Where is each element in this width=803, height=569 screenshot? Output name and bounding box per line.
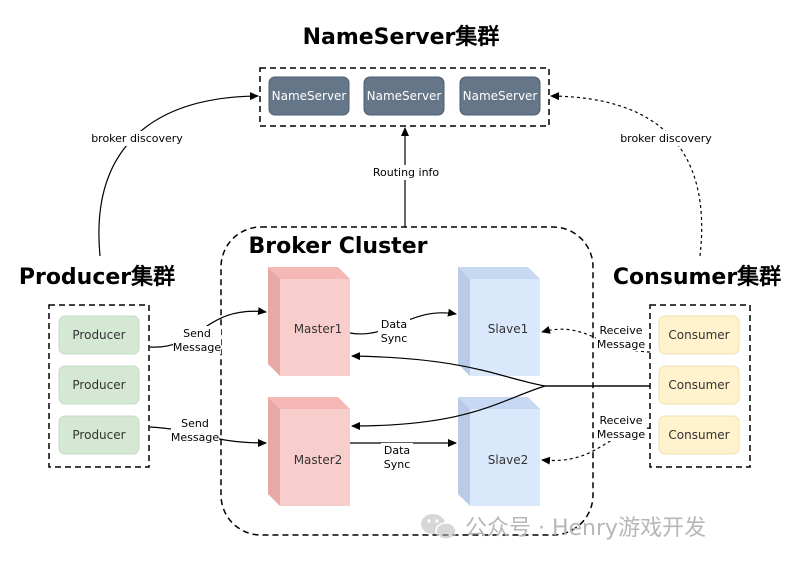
- svg-text:Message: Message: [173, 341, 221, 354]
- svg-text:Consumer: Consumer: [668, 378, 729, 392]
- send-message-2-label: Send Message: [171, 416, 219, 444]
- producer-node-2: Producer: [58, 365, 140, 405]
- svg-text:Master1: Master1: [294, 322, 343, 336]
- svg-text:Message: Message: [171, 431, 219, 444]
- receive-message-1-label: Receive Message: [596, 323, 646, 351]
- svg-text:Producer: Producer: [72, 378, 125, 392]
- receive-message-2-label: Receive Message: [596, 413, 646, 441]
- svg-text:Master2: Master2: [294, 453, 343, 467]
- nameserver-cluster-title: NameServer集群: [303, 24, 500, 50]
- svg-text:Sync: Sync: [384, 458, 411, 471]
- svg-text:NameServer: NameServer: [272, 89, 347, 103]
- svg-text:Slave1: Slave1: [488, 322, 528, 336]
- svg-text:Routing info: Routing info: [373, 166, 440, 179]
- send-message-1-label: Send Message: [173, 326, 221, 354]
- producer-node-3: Producer: [58, 415, 140, 455]
- svg-text:Message: Message: [597, 428, 645, 441]
- wechat-icon: [421, 514, 457, 540]
- watermark-text: 公众号 · Henry游戏开发: [465, 516, 706, 541]
- producer-cluster-title: Producer集群: [19, 264, 175, 290]
- svg-text:Data: Data: [381, 318, 407, 331]
- consumer-node-2: Consumer: [658, 365, 740, 405]
- broker-discovery-right-label: broker discovery: [620, 131, 712, 146]
- svg-text:broker discovery: broker discovery: [91, 132, 183, 145]
- broker-discovery-left-label: broker discovery: [91, 131, 183, 146]
- svg-text:Consumer: Consumer: [668, 328, 729, 342]
- svg-text:Slave2: Slave2: [488, 453, 528, 467]
- data-sync-1-label: Data Sync: [378, 317, 410, 345]
- consumer-to-master1-edge: [351, 352, 650, 387]
- consumer-node-1: Consumer: [658, 315, 740, 355]
- svg-text:NameServer: NameServer: [367, 89, 442, 103]
- nameserver-node-1: NameServer: [268, 76, 350, 116]
- svg-text:broker discovery: broker discovery: [620, 132, 712, 145]
- producer-node-1: Producer: [58, 315, 140, 355]
- svg-text:Receive: Receive: [599, 414, 642, 427]
- nameserver-cluster-box: [259, 67, 550, 127]
- svg-text:Data: Data: [384, 444, 410, 457]
- svg-text:Receive: Receive: [599, 324, 642, 337]
- consumer-node-3: Consumer: [658, 415, 740, 455]
- slave1-broker: Slave1: [458, 267, 540, 376]
- data-sync-2-label: Data Sync: [381, 443, 413, 471]
- svg-text:Send: Send: [183, 327, 211, 340]
- nameserver-node-3: NameServer: [459, 76, 541, 116]
- broker-cluster-box: [220, 226, 594, 536]
- receive-message-1-edge: [541, 326, 651, 353]
- svg-text:Producer: Producer: [72, 328, 125, 342]
- nameserver-node-2: NameServer: [363, 76, 445, 116]
- master1-broker: Master1: [268, 267, 350, 376]
- producer-cluster-box: [48, 304, 150, 468]
- master2-broker: Master2: [268, 397, 350, 506]
- svg-text:Consumer: Consumer: [668, 428, 729, 442]
- consumer-cluster-title: Consumer集群: [613, 264, 781, 290]
- svg-text:Send: Send: [181, 417, 209, 430]
- broker-cluster-title: Broker Cluster: [249, 234, 428, 259]
- routing-info-label: Routing info: [373, 165, 440, 180]
- svg-text:NameServer: NameServer: [463, 89, 538, 103]
- svg-text:Producer: Producer: [72, 428, 125, 442]
- consumer-to-master2-edge: [351, 385, 650, 430]
- svg-text:Message: Message: [597, 338, 645, 351]
- svg-text:Sync: Sync: [381, 332, 408, 345]
- broker-discovery-left-edge: [98, 92, 259, 257]
